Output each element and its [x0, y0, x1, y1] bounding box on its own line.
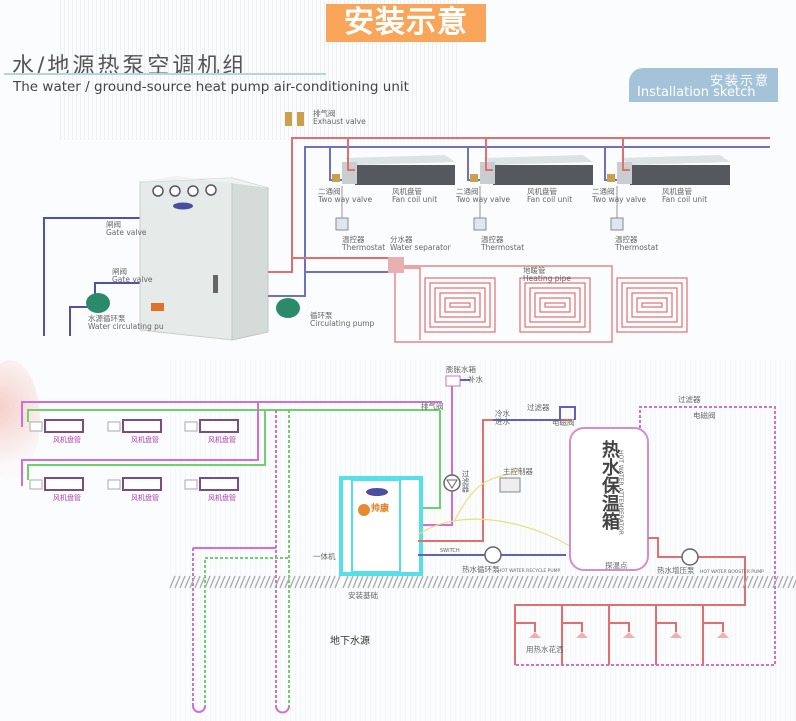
installation-sketch-badge: 安装示意 Installation sketch: [629, 68, 778, 102]
fan-coil-unit: 风机盘管: [184, 477, 239, 502]
shower-heads: [514, 605, 729, 665]
fan-coil-units-bottom: 风机盘管风机盘管风机盘管风机盘管风机盘管风机盘管: [29, 419, 239, 502]
title-underline: [4, 73, 326, 75]
exhaust-valve-bottom-label: 排气阀: [421, 402, 444, 411]
make-up-water-label: 补水: [468, 375, 483, 384]
thermostat-icon: [473, 217, 487, 231]
fan-coil-unit: [329, 138, 455, 231]
fan-coil-units-top: [329, 138, 730, 231]
booster-pump-en: HOT WATER BOOSTER PUMP: [700, 570, 764, 575]
filter-label: 过滤器: [527, 403, 550, 412]
fan-coil-unit: 风机盘管: [29, 477, 84, 502]
shower-head-icon: [702, 605, 729, 665]
badge-en: Installation sketch: [637, 85, 756, 100]
hot-water-circ-pump-icon: [484, 546, 502, 564]
tank-label-en: HOT WATER ATTEMPERATOR: [617, 450, 624, 535]
page-title-en: The water / ground-source heat pump air-…: [13, 79, 409, 95]
groundwater-label: 地下水源: [330, 636, 370, 647]
shower-head-icon: [561, 605, 588, 665]
fan-coil-unit: [467, 138, 593, 231]
controller-label: 主控制器: [503, 467, 533, 476]
filter-right-label: 过滤器: [678, 395, 701, 404]
exhaust-valve-icon: [285, 112, 292, 126]
fan-coil-label: 风机盘管: [131, 493, 159, 502]
heating-coil: [616, 277, 688, 333]
water-separator-icon: [388, 257, 404, 273]
controller-icon: [499, 477, 521, 493]
shower-head-icon: [655, 605, 682, 665]
fan-coil-unit: 风机盘管: [107, 419, 162, 444]
fan-coil-unit: 风机盘管: [107, 477, 162, 502]
pump-icons: [86, 293, 300, 318]
shower-head-icon: [514, 605, 541, 665]
fan-coil-unit: 风机盘管: [184, 419, 239, 444]
tank-label-cn: 热水保温箱: [599, 440, 620, 530]
shower-label: 用热水花洒: [526, 645, 564, 654]
unit-logo: [173, 202, 193, 210]
installation-banner: 安装示意: [326, 4, 486, 42]
booster-pump-label: 热水增压泵: [657, 566, 695, 575]
pump-icon: [443, 474, 461, 492]
exhaust-valve-icon: [297, 112, 304, 126]
heating-coil: [424, 277, 496, 333]
fan-coil-label: 风机盘管: [53, 435, 81, 444]
tap-water-inlet-label: 冷水进水: [495, 409, 510, 426]
booster-pump-icon: [681, 548, 699, 566]
two-way-valve-icon: [607, 174, 615, 182]
ground-hatch: [169, 575, 796, 589]
expansion-tank-label: 膨胀水箱: [446, 365, 476, 374]
temp-point-label: 探温点: [605, 561, 628, 570]
fan-coil-label: 风机盘管: [53, 493, 81, 502]
heating-coil: [519, 277, 591, 333]
gauge-icon: [169, 185, 181, 197]
filter-vertical-label: 过滤器: [461, 470, 470, 493]
unit-brand: 帅康: [371, 504, 390, 514]
switch-label: SWITCH: [440, 548, 460, 554]
fan-coil-unit: [604, 138, 730, 231]
fan-coil-label: 风机盘管: [208, 493, 236, 502]
thermostat-icon: [335, 217, 349, 231]
unit-label: 一体机: [313, 552, 336, 561]
gauge-icon: [152, 185, 164, 197]
gauge-icon: [205, 184, 217, 196]
fan-coil-unit: 风机盘管: [29, 419, 84, 444]
thermostat-icon: [610, 217, 624, 231]
foundation-label: 安装基础: [348, 591, 378, 600]
fan-coil-label: 风机盘管: [131, 435, 159, 444]
hot-water-circ-pump-en: HOT WATER RECYCLE PUMP: [498, 569, 561, 574]
expansion-tank-icon: [445, 375, 461, 387]
heat-pump-unit: [139, 176, 269, 341]
hot-water-circ-pump-label: 热水循环泵: [462, 565, 500, 574]
fan-coil-label: 风机盘管: [208, 435, 236, 444]
solenoid-valve-label: 电磁阀: [552, 418, 575, 427]
two-way-valve-icon: [332, 174, 340, 182]
badge-cn: 安装示意: [709, 74, 770, 89]
heating-coils: [424, 277, 688, 333]
solenoid-right-label: 电磁阀: [693, 411, 716, 420]
two-way-valve-icon: [470, 174, 478, 182]
gauge-icon: [187, 185, 199, 197]
hot-water-tank: [569, 427, 649, 571]
shower-head-icon: [608, 605, 635, 665]
